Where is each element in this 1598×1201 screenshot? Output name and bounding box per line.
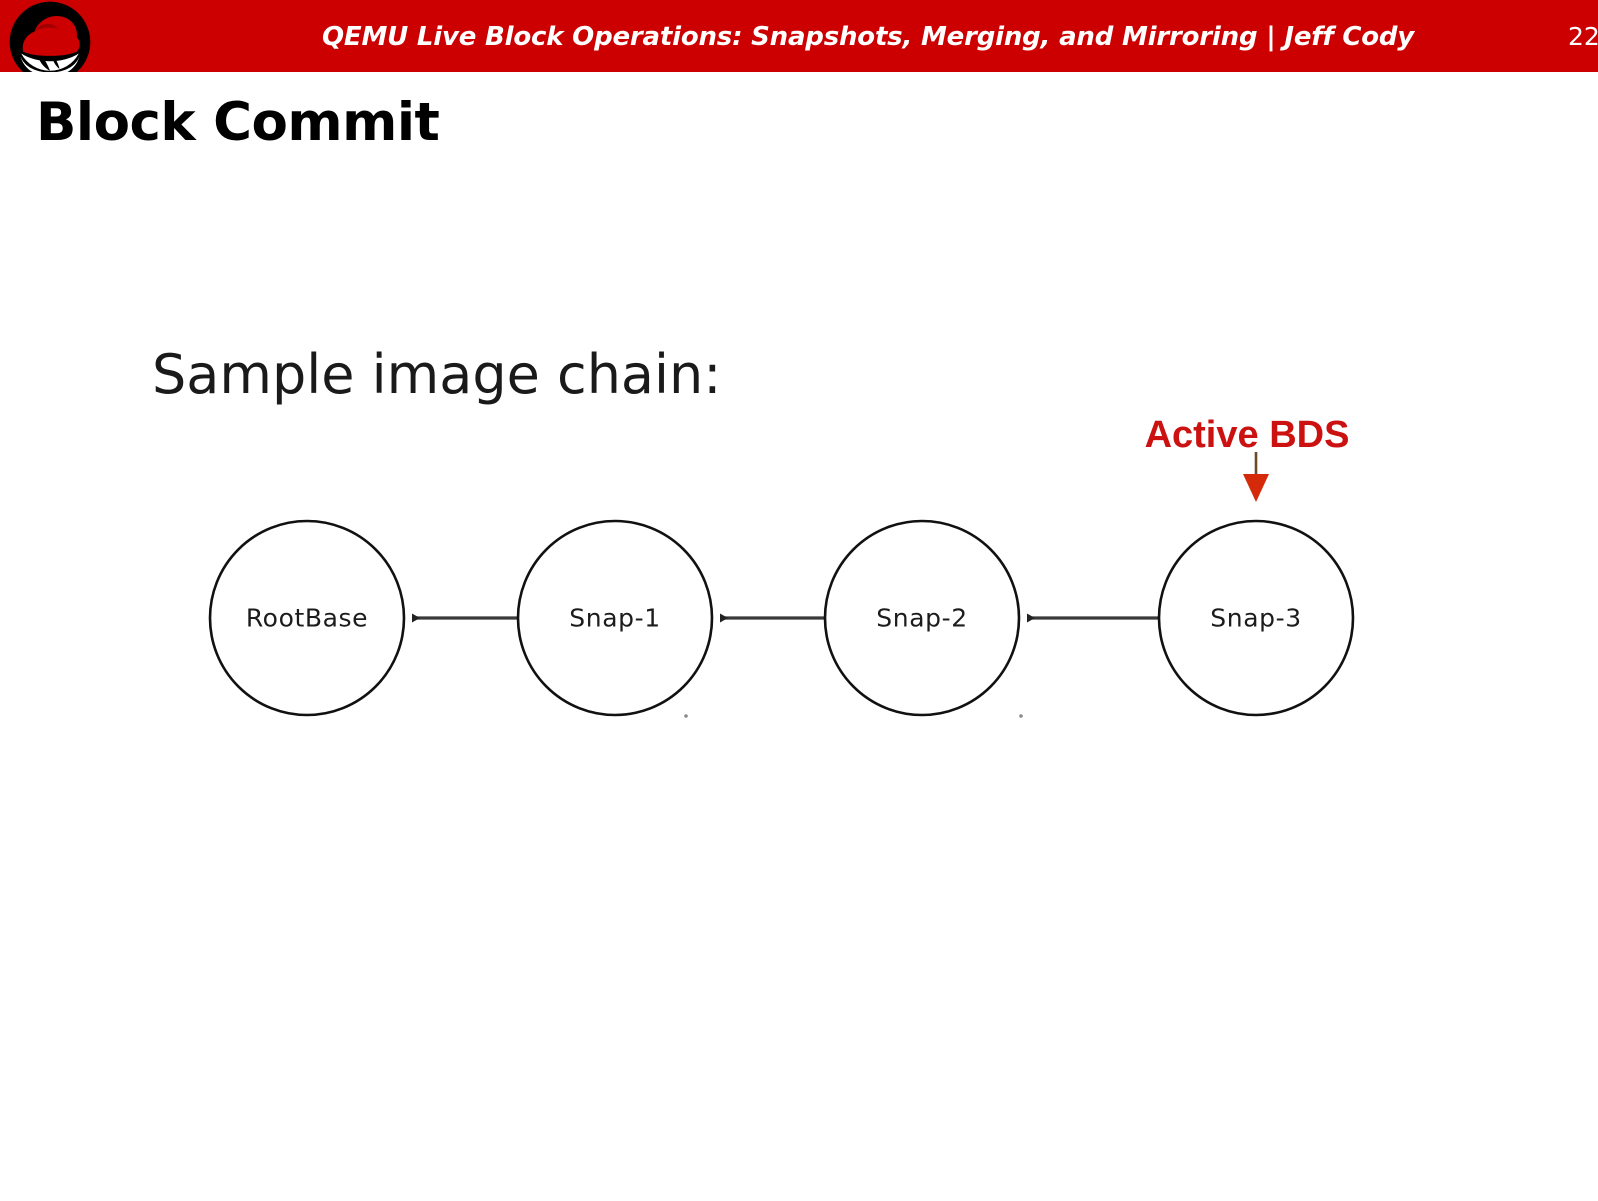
node-label-snap-3: Snap-3 — [1210, 603, 1302, 633]
node-label-snap-2: Snap-2 — [876, 603, 968, 633]
subtitle-text: Sample image chain: — [152, 343, 722, 406]
red-hat-shadowman-logo — [9, 1, 91, 72]
active-bds-arrow-icon — [1243, 452, 1269, 502]
page-number: 22 — [1568, 22, 1598, 51]
page-title: Block Commit — [36, 92, 440, 153]
scan-artifacts — [684, 714, 1023, 718]
node-label-snap-1: Snap-1 — [569, 603, 661, 633]
node-label-rootbase: RootBase — [245, 603, 369, 633]
chain-nodes — [208, 519, 1355, 717]
active-bds-label: Active BDS — [1144, 414, 1350, 456]
header-title: QEMU Live Block Operations: Snapshots, M… — [322, 22, 1415, 52]
header-bar: QEMU Live Block Operations: Snapshots, M… — [0, 0, 1598, 72]
